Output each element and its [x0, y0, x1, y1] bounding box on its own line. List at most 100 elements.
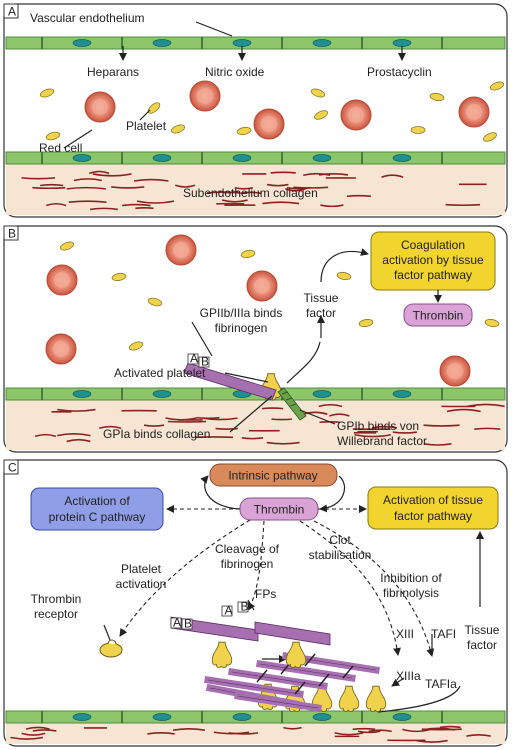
collagen-fiber	[423, 424, 460, 427]
tissue-pathway-line-2: factor pathway	[394, 509, 472, 523]
endothelial-nucleus	[72, 154, 92, 162]
clot-line-1: Clot	[329, 533, 351, 547]
gp2b3a-line-2: fibrinogen	[215, 321, 268, 335]
tissue-factor-line-2-b: factor	[306, 306, 336, 320]
red-cell-center	[54, 272, 70, 288]
gp1b-line-1: GPIb binds von	[337, 419, 419, 433]
collagen-fiber	[89, 207, 119, 211]
collagen-fiber	[172, 728, 206, 731]
collagen-fiber	[88, 170, 110, 175]
fp-b: B	[241, 600, 249, 614]
panel-c-letter: C	[8, 461, 17, 475]
tissue-factor-pathway-box	[367, 486, 499, 530]
endothelial-nucleus	[392, 154, 412, 162]
panel-c: Intrinsic pathway Thrombin Activation of…	[3, 459, 508, 747]
endothelial-nucleus	[152, 154, 172, 162]
red-cell-center	[197, 88, 213, 104]
platelet-label: Platelet	[126, 119, 167, 133]
red-cell-center	[53, 341, 69, 357]
collagen-fiber	[213, 731, 250, 735]
endothelial-nucleus	[232, 154, 252, 162]
collagen-fiber	[262, 201, 300, 205]
collagen-fibers-b	[34, 403, 505, 446]
endothelial-nucleus	[312, 713, 332, 721]
adhered-platelet-b	[260, 373, 307, 421]
collagen-fiber	[357, 730, 381, 734]
collagen-fiber	[175, 184, 196, 188]
collagen-fiber	[147, 731, 175, 735]
collagen-fiber	[240, 191, 262, 195]
red-cell-center	[466, 104, 482, 120]
endothelial-nucleus	[312, 39, 332, 47]
collagen-fiber	[196, 416, 220, 420]
panel-c-letter-box	[3, 459, 19, 475]
arrows-c-small	[103, 599, 405, 687]
endothelium-c	[5, 710, 506, 724]
collagen-fibers-c	[10, 725, 491, 743]
panel-a: A Vascular endothelium Heparans Nitric o…	[3, 3, 508, 218]
fibrin-strand-edge	[259, 663, 353, 679]
intrinsic-pathway-box	[209, 463, 338, 487]
thrombin-box-b	[403, 303, 473, 327]
cross-link	[304, 653, 316, 667]
fibrinogen-c: A B A B	[170, 600, 331, 646]
coagulation-line-1: Coagulation	[401, 238, 465, 252]
collagen-fiber	[57, 433, 91, 437]
collagen-fiber	[446, 408, 481, 413]
fibrinogen-a-c: A	[173, 616, 181, 630]
collagen-fiber	[32, 729, 57, 732]
collagen-fiber	[135, 206, 154, 210]
endothelial-nucleus	[312, 154, 332, 162]
xiii-label: XIII	[396, 627, 414, 641]
collagen-fiber	[143, 424, 165, 427]
red-cell-center	[92, 99, 108, 115]
collagen-fiber	[303, 172, 331, 177]
fibrinogen-b-b: B	[201, 355, 209, 369]
collagen-fiber	[133, 178, 169, 182]
cross-link	[318, 673, 330, 687]
endothelial-nucleus	[392, 390, 412, 398]
thrombin-receptor-line-1: Thrombin	[31, 592, 82, 606]
subendothelium-label: Subendothelium collagen	[183, 186, 318, 200]
endothelial-nucleus	[72, 390, 92, 398]
endothelial-nucleus	[392, 713, 412, 721]
platelet	[45, 131, 61, 141]
collagen-fiber	[293, 186, 329, 189]
endothelial-nucleus	[72, 39, 92, 47]
intrinsic-pathway-label: Intrinsic pathway	[228, 469, 317, 483]
protein-c-line-2: protein C pathway	[49, 510, 146, 524]
collagen-fiber	[283, 726, 302, 730]
thrombin-receptor-line-2: receptor	[34, 607, 78, 621]
collagen-fiber	[111, 186, 145, 189]
protein-c-pathway-box	[30, 487, 164, 531]
red-cell-center	[348, 107, 364, 123]
platelet	[429, 92, 445, 102]
release-arrows-a	[63, 21, 406, 149]
red-cell-center	[254, 278, 270, 294]
red-cells-b	[45, 234, 471, 387]
red-cell-label: Red cell	[39, 141, 82, 155]
coagulation-line-3: factor pathway	[394, 268, 472, 282]
platelet	[147, 297, 163, 307]
collagen-fiber	[206, 191, 240, 194]
collagen-fiber	[73, 178, 103, 182]
collagen-fiber	[371, 425, 398, 429]
coagulation-activation-box	[370, 231, 496, 291]
platelet	[59, 241, 75, 251]
collagen-fibers-a	[21, 170, 487, 211]
collagen-fiber	[46, 202, 67, 207]
cross-link	[342, 665, 354, 679]
collagen-fiber	[302, 411, 328, 415]
vascular-endothelium-label: Vascular endothelium	[30, 11, 145, 25]
collagen-fiber	[329, 413, 350, 417]
collagen-fiber	[66, 186, 106, 190]
platelet	[147, 102, 161, 114]
platelet	[314, 110, 328, 120]
endothelial-nucleus	[152, 39, 172, 47]
red-cell-center	[261, 116, 277, 132]
fps-label: FPs	[255, 587, 276, 601]
nitric-oxide-label: Nitric oxide	[205, 65, 265, 79]
panel-b: A B Coagulation activation by tissue fac…	[3, 225, 508, 453]
collagen-fiber	[423, 443, 452, 446]
xiiia-label: XIIIa	[396, 669, 421, 683]
